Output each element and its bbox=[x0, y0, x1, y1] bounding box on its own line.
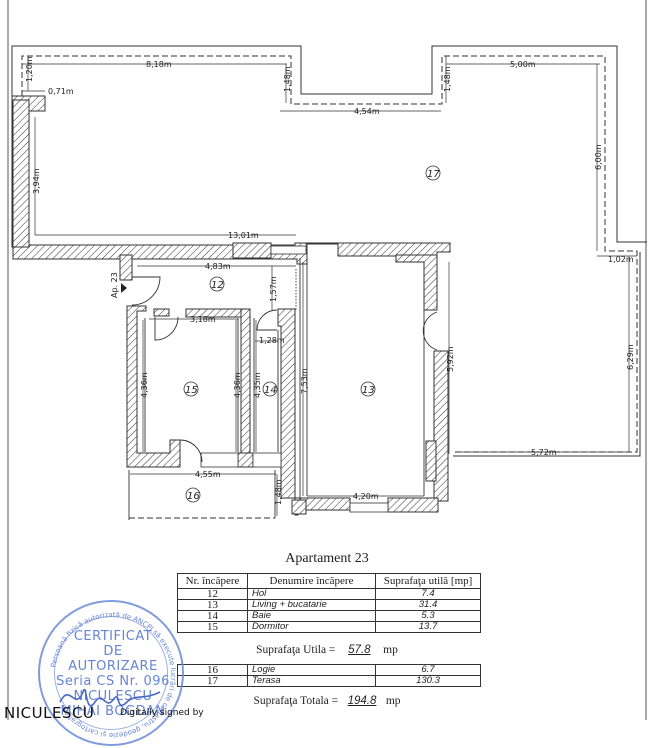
cell-nr: 15 bbox=[177, 621, 248, 633]
usable-area-unit: mp bbox=[383, 644, 398, 656]
usable-area-label: Suprafaţa Utila = bbox=[256, 644, 336, 656]
table-row: 16 Logie 6.7 bbox=[177, 664, 481, 676]
room-marker-14: 14 bbox=[262, 381, 278, 397]
room-marker-13: 13 bbox=[360, 381, 376, 397]
total-area: Suprafaţa Totala = 194.8 mp bbox=[0, 695, 654, 707]
total-area-label: Suprafaţa Totala = bbox=[253, 695, 339, 707]
stamp-line-series: Seria CS Nr. 096 bbox=[56, 674, 170, 689]
svg-text:6,00m: 6,00m bbox=[594, 144, 603, 170]
cell-area: 31.4 bbox=[375, 599, 481, 611]
room-marker-15: 15 bbox=[183, 381, 199, 397]
entrance-label: Ap. 23 bbox=[110, 272, 119, 298]
rooms-table: Nr. încăpere Denumire încăpere Suprafaţa… bbox=[177, 573, 481, 633]
svg-text:15: 15 bbox=[185, 385, 198, 396]
dimension-lines bbox=[22, 56, 637, 516]
svg-text:4,54m: 4,54m bbox=[354, 107, 380, 116]
svg-text:1,02m: 1,02m bbox=[608, 255, 634, 264]
header-room-area: Suprafaţa utilă [mp] bbox=[375, 573, 481, 589]
cell-nr: 12 bbox=[177, 588, 248, 600]
svg-text:4,36m: 4,36m bbox=[233, 372, 242, 398]
total-area-value: 194.8 bbox=[347, 695, 377, 707]
doors bbox=[131, 276, 438, 463]
dimension-labels: 8,18m 1,20m 0,71m 1,48m 1,48m 4,54m 5,00… bbox=[25, 56, 635, 505]
svg-text:13: 13 bbox=[362, 385, 375, 396]
cell-area: 5.3 bbox=[375, 610, 481, 622]
svg-text:4,55m: 4,55m bbox=[195, 470, 221, 479]
header-room-number: Nr. încăpere bbox=[177, 573, 248, 589]
header-room-name: Denumire încăpere bbox=[247, 573, 376, 589]
svg-text:16: 16 bbox=[187, 491, 200, 502]
cell-nr: 13 bbox=[177, 599, 248, 611]
svg-text:3,94m: 3,94m bbox=[32, 168, 41, 194]
svg-text:1,28m: 1,28m bbox=[259, 336, 285, 345]
extra-rooms-table: 16 Logie 6.7 17 Terasa 130.3 bbox=[177, 664, 481, 687]
table-row: 14 Baie 5.3 bbox=[177, 610, 481, 622]
svg-text:0,71m: 0,71m bbox=[48, 87, 74, 96]
svg-text:7,53m: 7,53m bbox=[300, 368, 309, 394]
stamp-line-autorizare: AUTORIZARE bbox=[68, 659, 158, 674]
windows bbox=[200, 245, 389, 513]
svg-text:17: 17 bbox=[427, 169, 440, 180]
entrance-arrow-icon bbox=[121, 283, 127, 293]
svg-text:1,48m: 1,48m bbox=[274, 479, 283, 505]
svg-text:8,18m: 8,18m bbox=[146, 60, 172, 69]
svg-text:4,35m: 4,35m bbox=[253, 372, 262, 398]
svg-text:1,57m: 1,57m bbox=[269, 276, 278, 302]
interior-lines bbox=[128, 258, 425, 520]
floor-plan: Ap. 23 8,18m 1,20m 0,71m 1,48m 1, bbox=[7, 0, 647, 720]
walls bbox=[11, 95, 451, 516]
room-marker-16: 16 bbox=[185, 487, 201, 503]
digital-signature-label: Digitally signed by bbox=[120, 708, 204, 718]
handwritten-signature-icon bbox=[59, 688, 161, 707]
usable-area-total: Suprafaţa Utila = 57.8 mp bbox=[0, 644, 654, 656]
svg-text:1,20m: 1,20m bbox=[25, 56, 34, 82]
svg-text:4,83m: 4,83m bbox=[205, 262, 231, 271]
cell-name: Living + bucatarie bbox=[247, 599, 376, 611]
svg-text:3,18m: 3,18m bbox=[190, 315, 216, 324]
cell-nr: 17 bbox=[177, 675, 248, 687]
cell-area: 7.4 bbox=[375, 588, 481, 600]
stamp-line-certificat: CERTIFICAT bbox=[73, 629, 153, 644]
signer-name: NICULESCU bbox=[4, 704, 95, 722]
cell-nr: 16 bbox=[177, 664, 248, 676]
apartment-title: Apartament 23 bbox=[285, 551, 369, 566]
authorization-stamp: Persoană fizică autorizată de ANCPI să e… bbox=[38, 600, 184, 746]
table-header-row: Nr. încăpere Denumire încăpere Suprafaţa… bbox=[177, 573, 481, 589]
svg-text:13,01m: 13,01m bbox=[228, 231, 259, 240]
room-markers: 12 13 14 15 16 17 bbox=[183, 165, 441, 503]
svg-text:4,20m: 4,20m bbox=[353, 492, 379, 501]
stamp-line-de: DE bbox=[103, 644, 123, 659]
cell-name: Baie bbox=[247, 610, 376, 622]
cell-area: 13.7 bbox=[375, 621, 481, 633]
table-row: 12 Hol 7.4 bbox=[177, 588, 481, 600]
room-marker-17: 17 bbox=[425, 165, 441, 181]
table-row: 17 Terasa 130.3 bbox=[177, 675, 481, 687]
svg-text:6,29m: 6,29m bbox=[626, 344, 635, 370]
svg-text:1,48m: 1,48m bbox=[283, 66, 292, 92]
terrace-outline bbox=[11, 45, 647, 457]
table-row: 15 Dormitor 13.7 bbox=[177, 621, 481, 633]
svg-text:5,00m: 5,00m bbox=[510, 60, 536, 69]
terrace-railing-dashed bbox=[21, 55, 638, 453]
cell-area: 130.3 bbox=[375, 675, 481, 687]
stamp-ring-text: Persoană fizică autorizată de ANCPI să e… bbox=[49, 611, 177, 739]
cell-name: Terasa bbox=[247, 675, 376, 687]
svg-text:14: 14 bbox=[264, 385, 277, 396]
cell-name: Hol bbox=[247, 588, 376, 600]
svg-text:1,48m: 1,48m bbox=[443, 66, 452, 92]
cell-name: Logie bbox=[247, 664, 376, 676]
room-marker-12: 12 bbox=[209, 276, 225, 292]
cell-name: Dormitor bbox=[247, 621, 376, 633]
svg-text:12: 12 bbox=[211, 280, 224, 291]
cell-nr: 14 bbox=[177, 610, 248, 622]
svg-text:4,36m: 4,36m bbox=[140, 372, 149, 398]
total-area-unit: mp bbox=[385, 695, 401, 707]
svg-text:5,92m: 5,92m bbox=[446, 346, 455, 372]
stamp-line-name: MIHAI BOGDAN bbox=[60, 704, 166, 719]
table-row: 13 Living + bucatarie 31.4 bbox=[177, 599, 481, 611]
usable-area-value: 57.8 bbox=[348, 644, 371, 656]
cell-area: 6.7 bbox=[375, 664, 481, 676]
svg-text:5,72m: 5,72m bbox=[531, 448, 557, 457]
stamp-line-surname: NICULESCU bbox=[73, 689, 153, 704]
